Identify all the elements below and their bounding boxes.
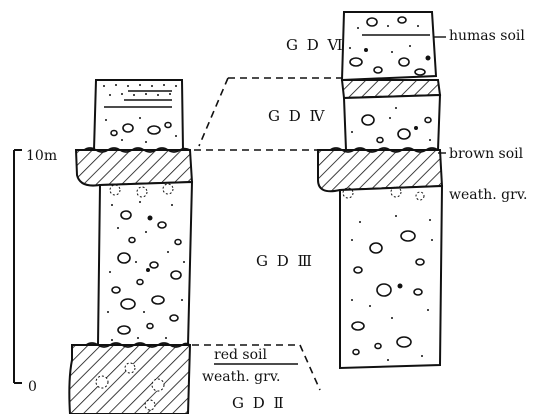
soil-label-weath-right: weath. grv. [449,187,528,203]
right-column [318,12,442,368]
soil-label-weath-left: weath. grv. [202,369,281,385]
unit-label-gd6: G D Ⅵ [286,36,345,54]
soil-label-humas: humas soil [449,28,525,44]
unit-label-gd2: G D Ⅱ [232,394,286,412]
soil-label-brown: brown soil [449,146,524,162]
unit-label-gd4: G D Ⅳ [268,107,327,125]
soil-label-red: red soil [214,347,267,363]
unit-label-gd3: G D Ⅲ [256,252,314,270]
scale-bar: 10m 0 [14,148,57,395]
scale-top-label: 10m [26,148,57,164]
gd4-slope-line [199,78,228,146]
left-column [69,80,192,414]
gd2-slope-line [300,345,320,390]
scale-bottom-label: 0 [28,379,37,395]
